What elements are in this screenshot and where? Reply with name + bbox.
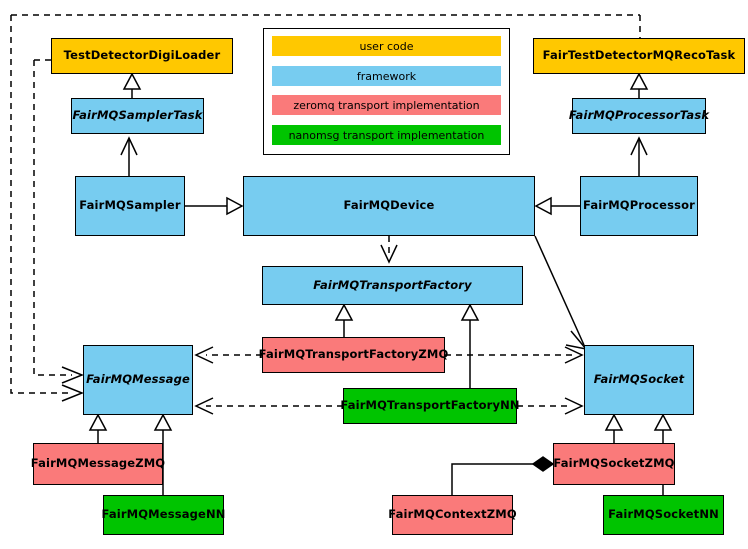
- class-box-fairmq-message-zmq[interactable]: FairMQMessageZMQ: [30, 443, 166, 485]
- class-box-fairmq-transport-factory-nn[interactable]: FairMQTransportFactoryNN: [340, 388, 520, 424]
- dep-factorynn-to-socket: [517, 397, 584, 415]
- class-label-fairmq-message: FairMQMessage: [86, 372, 190, 387]
- class-box-test-detector-digi-loader[interactable]: TestDetectorDigiLoader: [51, 38, 233, 74]
- class-label-fairmq-processor: FairMQProcessor: [583, 198, 695, 213]
- class-box-fairmq-socket-nn[interactable]: FairMQSocketNN: [603, 495, 724, 535]
- composition-contextzmq-to-socketzmq: [451, 456, 555, 495]
- arrowhead-message-dep-b: [61, 384, 85, 402]
- class-label-fairmq-transport-factory-zmq: FairMQTransportFactoryZMQ: [258, 347, 449, 362]
- legend-item-framework: framework: [272, 66, 501, 86]
- gen-processortask-to-recotask: [629, 72, 649, 98]
- dep-factoryzmq-to-message: [194, 346, 262, 364]
- gen-sampler-to-samplertask: [120, 136, 138, 176]
- gen-socketzmq-to-socket: [604, 413, 624, 443]
- class-box-fairmq-processor[interactable]: FairMQProcessor: [580, 176, 698, 236]
- class-label-fairmq-sampler-task: FairMQSamplerTask: [72, 108, 203, 123]
- class-box-fairmq-message-nn[interactable]: FairMQMessageNN: [101, 495, 226, 535]
- dep-device-to-transportfactory: [380, 236, 398, 264]
- class-label-fair-test-detector-mq-reco-task: FairTestDetectorMQRecoTask: [542, 48, 736, 63]
- class-label-fairmq-message-nn: FairMQMessageNN: [101, 507, 226, 522]
- gen-factorynn-to-factory: [460, 303, 480, 388]
- legend-item-zeromq: zeromq transport implementation: [272, 95, 501, 115]
- dep-factoryzmq-to-socket: [445, 346, 584, 364]
- class-box-fairmq-sampler-task[interactable]: FairMQSamplerTask: [71, 98, 204, 134]
- legend-label-user-code: user code: [359, 39, 414, 53]
- class-label-fairmq-sampler: FairMQSampler: [79, 198, 181, 213]
- class-label-test-detector-digi-loader: TestDetectorDigiLoader: [63, 48, 221, 63]
- gen-factoryzmq-to-factory: [334, 303, 354, 337]
- class-box-fairmq-socket[interactable]: FairMQSocket: [584, 345, 694, 415]
- class-label-fairmq-transport-factory: FairMQTransportFactory: [313, 277, 472, 292]
- gen-messagezmq-to-message: [88, 413, 108, 443]
- class-label-fairmq-socket-nn: FairMQSocketNN: [608, 507, 719, 522]
- gen-processor-to-device: [534, 196, 580, 216]
- class-label-fairmq-device: FairMQDevice: [343, 198, 435, 213]
- class-box-fairmq-socket-zmq[interactable]: FairMQSocketZMQ: [553, 443, 675, 485]
- class-box-fairmq-message[interactable]: FairMQMessage: [83, 345, 193, 415]
- gen-sampler-to-device: [185, 196, 244, 216]
- class-label-fairmq-socket: FairMQSocket: [593, 372, 685, 387]
- legend-label-zeromq: zeromq transport implementation: [293, 98, 480, 112]
- class-box-fairmq-transport-factory[interactable]: FairMQTransportFactory: [262, 266, 523, 305]
- assoc-device-to-socket: [534, 235, 588, 351]
- class-label-fairmq-socket-zmq: FairMQSocketZMQ: [553, 456, 675, 471]
- class-box-fairmq-processor-task[interactable]: FairMQProcessorTask: [568, 98, 710, 134]
- class-label-fairmq-transport-factory-nn: FairMQTransportFactoryNN: [340, 398, 520, 413]
- class-label-fairmq-message-zmq: FairMQMessageZMQ: [30, 456, 166, 471]
- class-box-fairmq-transport-factory-zmq[interactable]: FairMQTransportFactoryZMQ: [259, 337, 448, 373]
- class-box-fairmq-context-zmq[interactable]: FairMQContextZMQ: [388, 495, 517, 535]
- class-box-fairmq-device[interactable]: FairMQDevice: [243, 176, 535, 236]
- class-label-fairmq-context-zmq: FairMQContextZMQ: [388, 507, 517, 522]
- legend-label-framework: framework: [356, 69, 417, 83]
- class-box-fairmq-sampler[interactable]: FairMQSampler: [75, 176, 185, 236]
- legend-item-user-code: user code: [272, 36, 501, 56]
- class-label-fairmq-processor-task: FairMQProcessorTask: [568, 108, 710, 123]
- legend-item-nanomsg: nanomsg transport implementation: [272, 125, 501, 145]
- gen-samplertask-to-digiloader: [122, 72, 142, 98]
- dep-factorynn-to-message: [194, 397, 343, 415]
- arrowhead-message-dep-a: [61, 366, 85, 384]
- class-box-fair-test-detector-mq-reco-task[interactable]: FairTestDetectorMQRecoTask: [533, 38, 745, 74]
- legend-label-nanomsg: nanomsg transport implementation: [288, 128, 485, 142]
- gen-processor-to-processortask: [630, 136, 648, 176]
